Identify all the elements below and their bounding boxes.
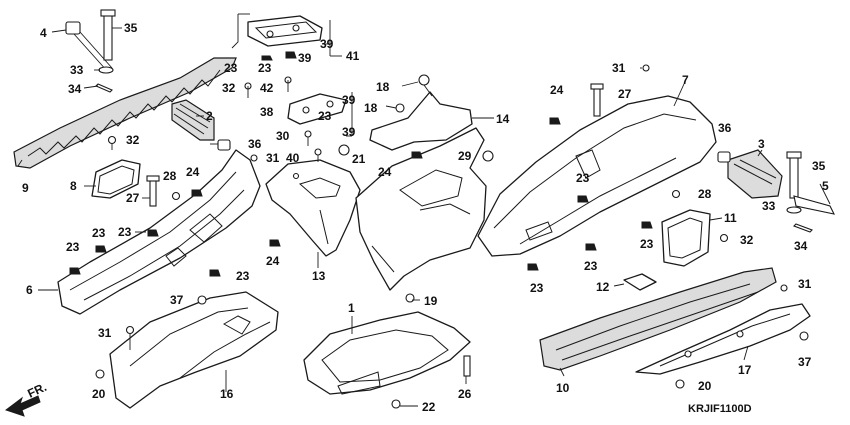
callout-6: 6 xyxy=(26,283,33,297)
callout-14: 14 xyxy=(496,112,510,126)
callout-23: 23 xyxy=(584,259,598,273)
callout-31: 31 xyxy=(798,277,812,291)
tunnel-bracket-14 xyxy=(369,74,473,151)
callout-20: 20 xyxy=(92,387,106,401)
left-floor-mat xyxy=(13,57,237,169)
callout-32: 32 xyxy=(126,133,140,147)
callout-35: 35 xyxy=(124,21,138,35)
callout-19: 19 xyxy=(424,294,438,308)
callout-42: 42 xyxy=(260,81,274,95)
callout-39: 39 xyxy=(298,51,312,65)
callout-5: 5 xyxy=(822,179,829,193)
callout-31: 31 xyxy=(98,326,112,340)
callout-23: 23 xyxy=(258,61,272,75)
callout-2: 2 xyxy=(206,109,213,123)
fastener-hardware xyxy=(69,64,809,409)
callout-7: 7 xyxy=(682,73,689,87)
callout-28: 28 xyxy=(698,187,712,201)
callout-9: 9 xyxy=(22,181,29,195)
callout-21: 21 xyxy=(352,152,366,166)
callout-41: 41 xyxy=(346,49,360,63)
callout-12: 12 xyxy=(596,280,610,294)
arrow-icon xyxy=(4,395,41,417)
callout-10: 10 xyxy=(556,381,570,395)
callout-23: 23 xyxy=(236,269,250,283)
callout-8: 8 xyxy=(70,179,77,193)
left-pocket-lid xyxy=(91,159,141,199)
callout-20: 20 xyxy=(698,379,712,393)
callout-33: 33 xyxy=(70,63,84,77)
left-side-cover xyxy=(57,149,261,315)
callout-34: 34 xyxy=(794,239,808,253)
callout-28: 28 xyxy=(163,169,177,183)
callout-26: 26 xyxy=(458,387,472,401)
callout-29: 29 xyxy=(458,149,472,163)
right-pocket-lid xyxy=(661,209,711,267)
direction-label: FR. xyxy=(25,380,48,401)
callout-34: 34 xyxy=(68,82,82,96)
callout-39: 39 xyxy=(342,93,356,107)
callout-32: 32 xyxy=(222,81,236,95)
callout-30: 30 xyxy=(276,129,290,143)
callout-23: 23 xyxy=(224,61,238,75)
callout-18: 18 xyxy=(376,80,390,94)
callout-38: 38 xyxy=(260,105,274,119)
callout-17: 17 xyxy=(738,363,752,377)
callout-23: 23 xyxy=(318,109,332,123)
callout-labels: 4 35 33 34 2 32 9 8 28 24 27 23 23 23 6 … xyxy=(22,21,829,414)
callout-23: 23 xyxy=(530,281,544,295)
under-tray xyxy=(303,311,471,395)
callout-36: 36 xyxy=(718,121,732,135)
front-direction-indicator: FR. xyxy=(4,380,49,417)
callout-31: 31 xyxy=(266,151,280,165)
callout-39: 39 xyxy=(342,125,356,139)
callout-23: 23 xyxy=(640,237,654,251)
left-peg-hardware xyxy=(65,9,116,93)
callout-35: 35 xyxy=(812,159,826,173)
callout-31: 31 xyxy=(612,61,626,75)
callout-40: 40 xyxy=(286,151,300,165)
diagram-code: KRJIF1100D xyxy=(688,403,752,415)
callout-24: 24 xyxy=(266,254,280,268)
bracket-kit-41 xyxy=(231,13,342,98)
callout-27: 27 xyxy=(618,87,632,101)
center-tunnel-cover xyxy=(355,127,487,291)
callout-23: 23 xyxy=(92,226,106,240)
callout-32: 32 xyxy=(740,233,754,247)
left-footpeg-bracket xyxy=(171,99,215,141)
callout-33: 33 xyxy=(762,199,776,213)
callout-23: 23 xyxy=(576,171,590,185)
front-inner-panel xyxy=(265,159,361,257)
callout-39: 39 xyxy=(320,37,334,51)
callout-22: 22 xyxy=(422,400,436,414)
callout-23: 23 xyxy=(118,225,132,239)
callout-13: 13 xyxy=(312,269,326,283)
callout-24: 24 xyxy=(186,165,200,179)
callout-16: 16 xyxy=(220,387,234,401)
callout-11: 11 xyxy=(724,211,737,225)
callout-24: 24 xyxy=(550,83,564,97)
callout-23: 23 xyxy=(66,240,80,254)
bracket-38 xyxy=(287,92,353,137)
callout-1: 1 xyxy=(348,301,355,315)
callout-4: 4 xyxy=(40,26,47,40)
callout-37: 37 xyxy=(798,355,812,369)
callout-3: 3 xyxy=(758,137,765,151)
right-floor-mat xyxy=(539,267,777,371)
left-under-cover xyxy=(109,291,279,409)
right-peg-hardware xyxy=(727,149,836,233)
rear-body-cover xyxy=(477,95,717,257)
callout-18: 18 xyxy=(364,101,378,115)
callout-27: 27 xyxy=(126,191,140,205)
callout-24: 24 xyxy=(378,165,392,179)
right-under-cover xyxy=(635,303,811,375)
callout-36: 36 xyxy=(248,137,262,151)
callout-37: 37 xyxy=(170,293,184,307)
leader-lines xyxy=(17,27,831,407)
small-cap-12 xyxy=(623,273,657,291)
